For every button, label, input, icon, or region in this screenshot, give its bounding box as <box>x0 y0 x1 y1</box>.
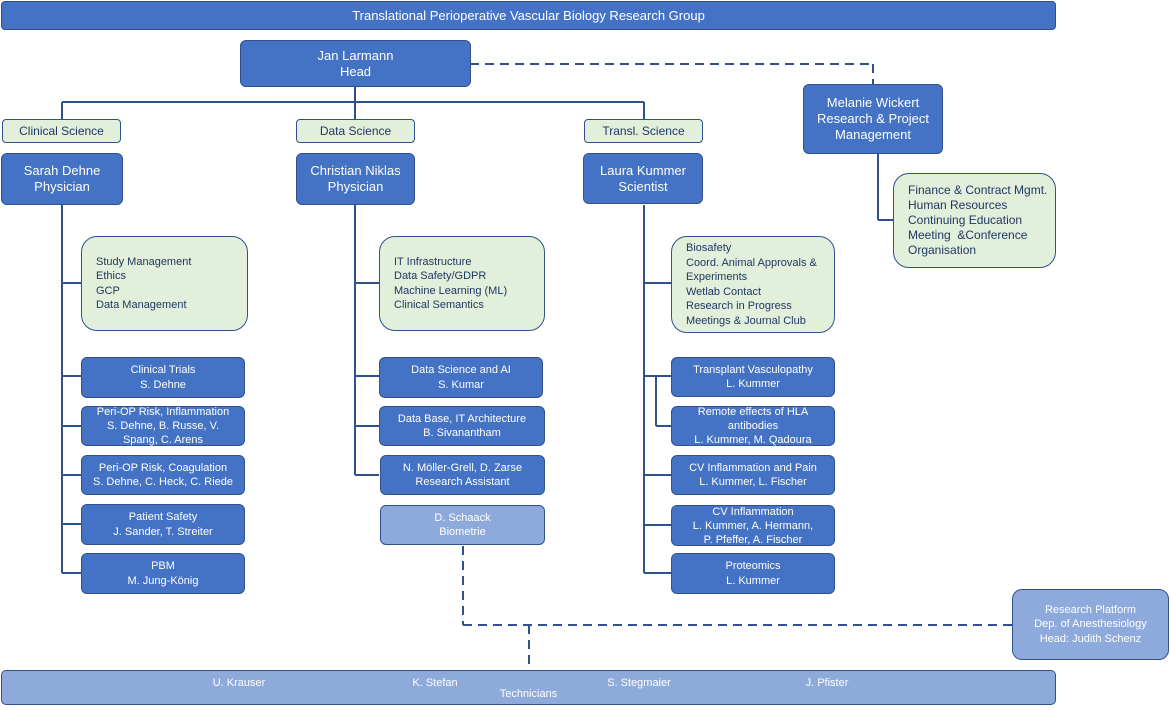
technicians-label: Technicians <box>499 687 558 700</box>
group-box-patient-safety: Patient Safety J. Sander, T. Streiter <box>81 504 245 545</box>
task-item: Machine Learning (ML) <box>394 284 508 297</box>
group-title: CV Inflammation and Pain <box>689 461 817 474</box>
org-title: Translational Perioperative Vascular Bio… <box>352 7 705 23</box>
group-box-pbm: PBM M. Jung-König <box>81 553 245 594</box>
area-label-transl-science: Transl. Science <box>584 119 703 143</box>
platform-line: Dep. of Anesthesiology <box>1034 618 1147 631</box>
task-item: Clinical Semantics <box>394 299 484 311</box>
group-title: PBM <box>151 560 175 572</box>
technician-name: K. Stefan <box>412 677 458 689</box>
task-item: Meetings & Journal Club <box>686 314 806 327</box>
group-members: Research Assistant <box>415 476 510 488</box>
group-box-periop-coagulation: Peri-OP Risk, Coagulation S. Dehne, C. H… <box>81 455 245 495</box>
lead-box-clinical: Sarah Dehne Physician <box>1 153 123 205</box>
area-label-data-science: Data Science <box>296 119 415 143</box>
head-role: Head <box>339 63 372 79</box>
head-name: Jan Larmann <box>317 47 394 63</box>
group-title: Peri-OP Risk, Coagulation <box>98 461 228 474</box>
lead-name: Christian Niklas <box>310 163 401 178</box>
group-box-transplant-vasculopathy: Transplant Vasculopathy L. Kummer <box>671 357 835 397</box>
group-box-research-assistant: N. Möller-Grell, D. Zarse Research Assis… <box>380 455 545 495</box>
group-title: Clinical Trials <box>130 364 196 376</box>
group-members: S. Dehne <box>140 378 186 391</box>
group-members: L. Kummer <box>726 378 780 390</box>
technician-name: J. Pfister <box>805 677 849 689</box>
group-title: N. Möller-Grell, D. Zarse <box>402 461 523 474</box>
platform-line: Research Platform <box>1044 603 1137 616</box>
group-box-database-it: Data Base, IT Architecture B. Sivanantha… <box>379 406 545 446</box>
lead-role: Physician <box>34 179 90 194</box>
group-title: Proteomics <box>725 560 781 572</box>
task-list-transl: Biosafety Coord. Animal Approvals & Expe… <box>671 236 835 333</box>
group-box-data-science-ai: Data Science and AI S. Kumar <box>379 357 543 398</box>
group-members: S. Dehne, B. Russe, V. Spang, C. Arens <box>106 420 220 447</box>
group-title: Patient Safety <box>128 511 198 523</box>
group-title: D. Schaack <box>434 511 491 524</box>
group-members: L. Kummer, L. Fischer <box>699 476 807 488</box>
task-list-data: IT Infrastructure Data Safety/GDPR Machi… <box>379 236 545 331</box>
technician-name: S. Stegmaier <box>607 677 671 689</box>
technicians-bar: U. Krauser K. Stefan S. Stegmaier J. Pfi… <box>1 670 1056 705</box>
org-title-bar: Translational Perioperative Vascular Bio… <box>1 1 1056 30</box>
group-box-proteomics: Proteomics L. Kummer <box>671 553 835 594</box>
lead-role: Scientist <box>618 178 668 194</box>
group-title: Peri-OP Risk, Inflammation <box>96 405 230 418</box>
group-title: Data Base, IT Architecture <box>397 412 527 425</box>
task-item: GCP <box>96 284 120 297</box>
manager-role: Research & Project Management <box>817 111 929 142</box>
group-members: M. Jung-König <box>127 574 199 587</box>
group-title: Data Science and AI <box>411 364 511 376</box>
task-item: Research in Progress <box>686 300 792 312</box>
group-box-biometrie: D. Schaack Biometrie <box>380 505 545 545</box>
group-box-cv-inflammation-pain: CV Inflammation and Pain L. Kummer, L. F… <box>671 455 835 495</box>
group-title: CV Inflammation <box>712 505 794 518</box>
task-list-clinical: Study Management Ethics GCP Data Managem… <box>81 236 248 331</box>
group-title: Remote effects of HLA antibodies <box>697 406 809 432</box>
task-item: Wetlab Contact <box>686 285 762 298</box>
task-item: Data Management <box>96 299 187 311</box>
task-item: Coord. Animal Approvals & Experiments <box>686 256 817 284</box>
research-platform-box: Research Platform Dep. of Anesthesiology… <box>1012 589 1169 660</box>
group-title: Transplant Vasculopathy <box>693 363 813 376</box>
group-members: S. Dehne, C. Heck, C. Riede <box>92 476 233 488</box>
task-item: Study Management <box>96 255 192 268</box>
manager-name: Melanie Wickert <box>826 95 920 110</box>
head-box: Jan Larmann Head <box>240 40 471 87</box>
lead-box-data: Christian Niklas Physician <box>296 153 415 205</box>
group-members: L. Kummer, M. Qadoura <box>694 434 812 446</box>
manager-task: Finance & Contract Mgmt. <box>908 183 1048 197</box>
group-box-hla-antibodies: Remote effects of HLA antibodies L. Kumm… <box>671 406 835 446</box>
group-box-periop-inflammation: Peri-OP Risk, Inflammation S. Dehne, B. … <box>81 406 245 446</box>
group-box-cv-inflammation: CV Inflammation L. Kummer, A. Hermann, P… <box>671 505 835 546</box>
task-item: Biosafety <box>686 242 732 254</box>
lead-role: Physician <box>327 179 384 194</box>
manager-box: Melanie Wickert Research & Project Manag… <box>803 84 943 154</box>
task-item: Ethics <box>96 270 126 282</box>
platform-line: Head: Judith Schenz <box>1039 632 1142 645</box>
group-members: L. Kummer <box>726 574 780 587</box>
lead-name: Laura Kummer <box>600 162 686 178</box>
group-members: L. Kummer, A. Hermann, P. Pfeffer, A. Fi… <box>692 519 814 546</box>
lead-box-transl: Laura Kummer Scientist <box>583 153 703 204</box>
group-members: Biometrie <box>439 526 486 538</box>
task-item: IT Infrastructure <box>394 255 472 268</box>
area-label-clinical-science: Clinical Science <box>2 119 121 143</box>
group-box-clinical-trials: Clinical Trials S. Dehne <box>81 357 245 398</box>
task-item: Data Safety/GDPR <box>394 270 487 282</box>
group-members: S. Kumar <box>438 378 484 391</box>
manager-task-list: Finance & Contract Mgmt. Human Resources… <box>893 173 1056 268</box>
group-members: B. Sivanantham <box>423 427 501 439</box>
technician-name: U. Krauser <box>212 677 266 689</box>
lead-name: Sarah Dehne <box>23 163 101 178</box>
manager-task: Organisation <box>908 243 977 257</box>
manager-task: Human Resources <box>908 198 1008 212</box>
group-members: J. Sander, T. Streiter <box>113 525 213 538</box>
manager-task: Continuing Education <box>908 213 1023 227</box>
manager-task: Meeting &Conference <box>908 228 1028 242</box>
